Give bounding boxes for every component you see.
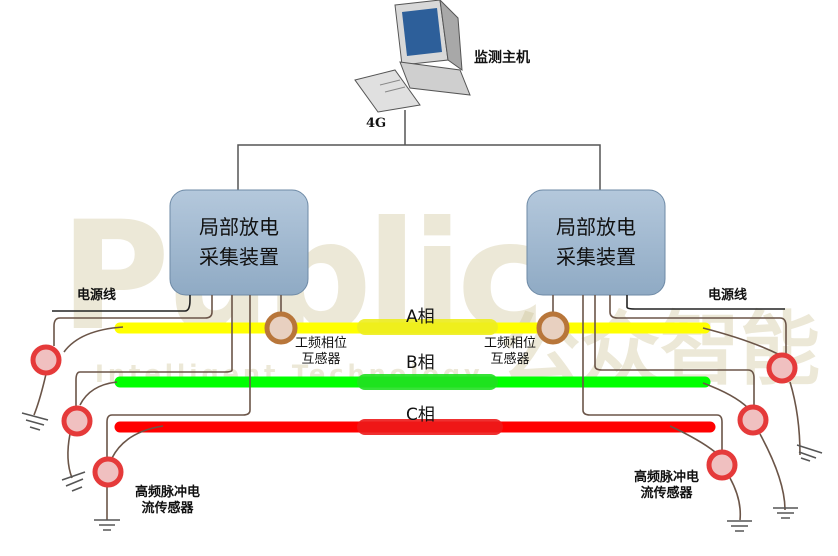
wiring [33, 295, 801, 521]
pd-device-right-label: 局部放电 采集装置 [527, 212, 665, 272]
hfct-sensor-icon [737, 404, 769, 436]
phase-bars [114, 319, 716, 435]
network-lines [237, 110, 601, 190]
hfct-label-right: 高频脉冲电流传感器 [634, 470, 700, 501]
host-label: 监测主机 [474, 50, 530, 66]
pd-device-right [526, 189, 666, 296]
hfct-sensor-icon [61, 405, 93, 437]
ground-icon [94, 519, 120, 531]
phase-ct-label-right: 工频相位互感器 [484, 336, 537, 367]
computer-icon [354, 0, 471, 113]
ground-icon [796, 444, 823, 462]
hfct-sensor-icon [766, 352, 798, 384]
ground-icon [727, 520, 752, 532]
phase-ct-left-icon [264, 311, 298, 345]
ground-icon [773, 507, 798, 519]
ground-icon [21, 412, 49, 431]
phase-ct-right-icon [536, 311, 570, 345]
link-4g-label: 4G [366, 116, 387, 131]
ground-icon [61, 471, 86, 492]
ground-symbols [21, 412, 823, 532]
pd-device-left [169, 189, 309, 296]
hfct-label-left: 高频脉冲电流传感器 [135, 485, 201, 516]
hfct-sensor-icon [30, 344, 62, 376]
phase-b-label: B相 [406, 353, 435, 373]
phase-ct-label-left: 工频相位互感器 [295, 336, 348, 367]
hfct-sensor-icon [92, 456, 124, 488]
power-line-label-left: 电源线 [77, 288, 117, 303]
pd-device-left-label: 局部放电 采集装置 [170, 212, 308, 272]
hfct-sensor-icon [706, 449, 738, 481]
power-line-label-right: 电源线 [708, 288, 748, 303]
device-label-line2: 采集装置 [556, 245, 636, 269]
device-label-line1: 局部放电 [199, 215, 279, 239]
device-label-line1: 局部放电 [556, 215, 636, 239]
hfct-sensors [30, 344, 798, 488]
device-label-line2: 采集装置 [199, 245, 279, 269]
phase-a-label: A相 [406, 307, 435, 327]
phase-c-label: C相 [406, 405, 435, 425]
